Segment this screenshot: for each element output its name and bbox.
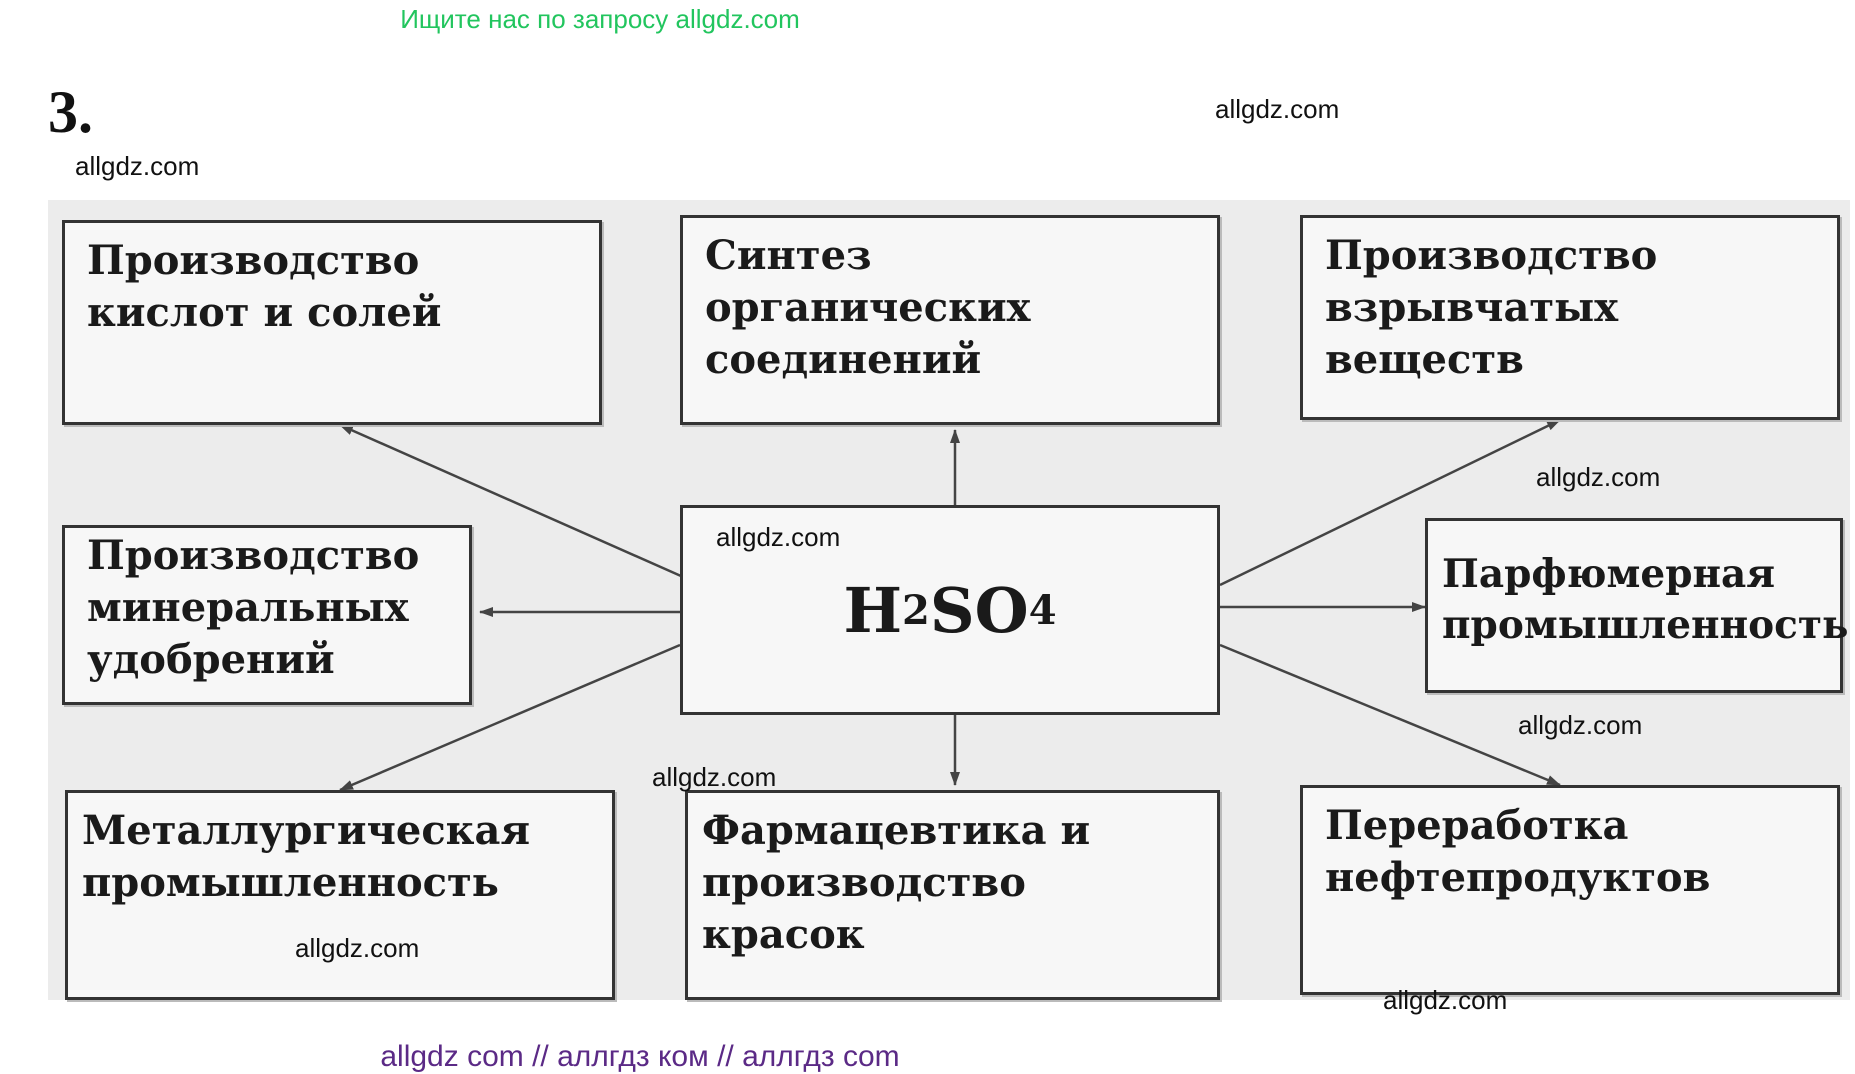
watermark: allgdz.com [716,522,841,552]
top-banner: Ищите нас по запросу allgdz.com [400,4,800,34]
box-perfume: Парфюмерная промышленность [1425,518,1849,693]
box-pharma-paints: Фармацевтика и производство красок [685,790,1220,1000]
arrow-to-explosives [1219,418,1561,587]
box-fertilizers: Производство минеральных удобрений [62,525,472,705]
arrow-to-metallurgy [339,643,681,792]
watermark: allgdz.com [652,762,777,792]
box-acids-salts: Производство кислот и солей [62,220,602,425]
arrow-to-acids-salts [339,423,691,582]
watermark: allgdz.com [75,151,200,181]
box-oil-refining: Переработка нефтепродуктов [1300,785,1840,995]
watermark: allgdz.com [1215,94,1340,124]
box-metallurgy: Металлургическая промышленность [65,790,615,1000]
box-explosives: Производство взрывчатых веществ [1300,215,1840,420]
formula-sub2: 4 [1028,586,1057,634]
watermark: allgdz.com [295,933,420,963]
formula-so: SO [929,573,1029,647]
bottom-banner: allgdz com // аллгдз ком // аллгдз com [380,1040,900,1073]
task-number: 3. [48,79,93,145]
box-organic-synthesis: Синтез органических соединений [680,215,1220,425]
watermark: allgdz.com [1536,462,1661,492]
watermark: allgdz.com [1383,985,1508,1015]
watermark: allgdz.com [1518,710,1643,740]
formula-h: H [843,573,903,647]
formula-sub1: 2 [902,586,930,634]
arrow-to-oil-refining [1219,643,1561,787]
